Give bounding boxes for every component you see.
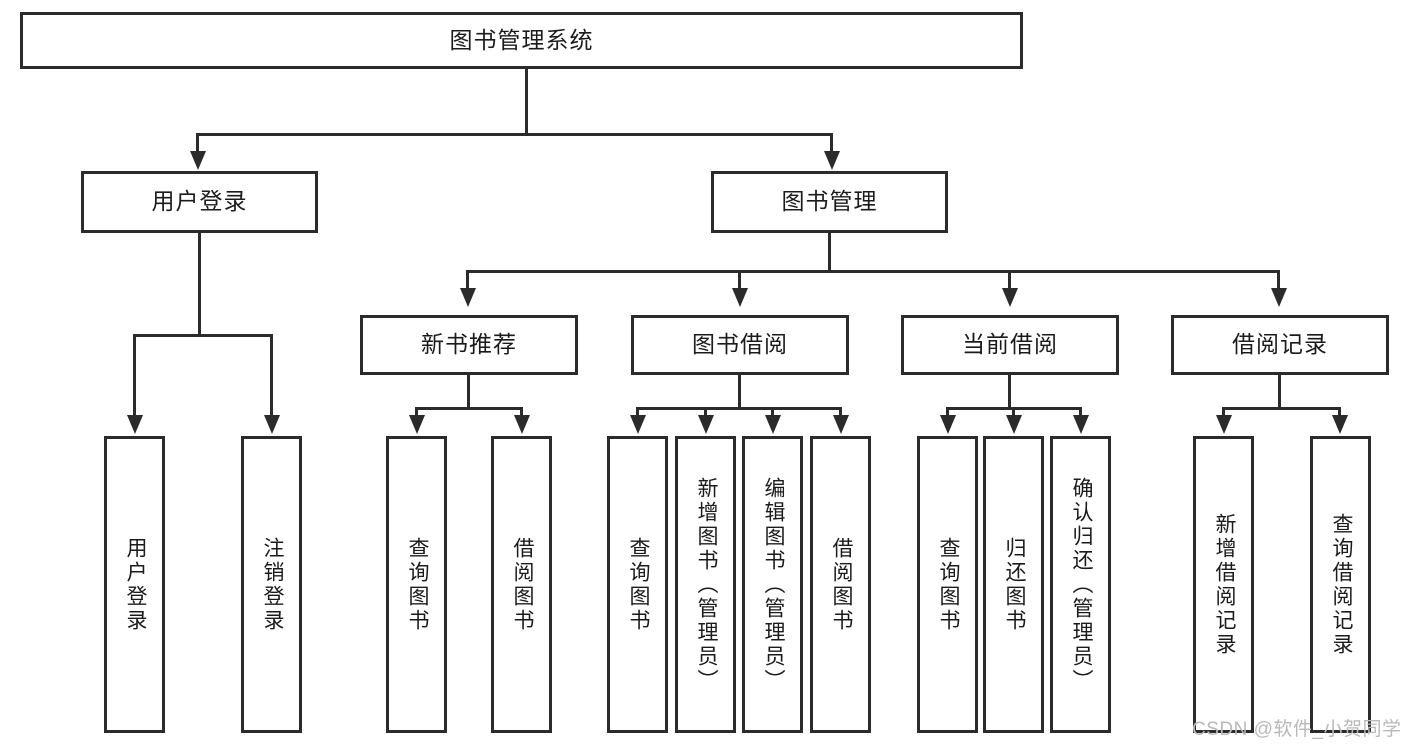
edge-user-login-drop-1: [133, 334, 136, 419]
edge-current-borrow-stem: [1008, 375, 1011, 410]
node-leaf-logout-label: 注销登录: [260, 536, 284, 633]
edge-root-to-user-login: [196, 133, 199, 156]
arrow-current-borrow-leaf-2: [1006, 415, 1022, 434]
edge-borrow-record-drop-2: [1338, 407, 1341, 419]
edge-new-book-drop-1: [415, 407, 418, 419]
node-leaf-confirm-return-label: 确认归还（管理员）: [1069, 476, 1093, 693]
node-leaf-borrow-book-1[interactable]: 借阅图书: [491, 436, 552, 733]
edge-book-manage-drop-3: [1008, 270, 1011, 292]
edge-book-manage-drop-4: [1277, 270, 1280, 292]
node-borrow-record-label: 借阅记录: [1232, 331, 1328, 358]
edge-book-borrow-drop-1: [636, 407, 639, 419]
arrow-book-borrow-leaf-2: [698, 415, 714, 434]
node-new-book-recommend[interactable]: 新书推荐: [360, 315, 578, 375]
arrow-book-manage-child-3: [1002, 288, 1018, 307]
edge-current-borrow-drop-1: [946, 407, 949, 419]
node-leaf-query-record[interactable]: 查询借阅记录: [1310, 436, 1371, 733]
edge-book-borrow-bus: [636, 407, 842, 410]
csdn-watermark: CSDN @软件_小贺同学: [1192, 719, 1402, 740]
node-leaf-add-record[interactable]: 新增借阅记录: [1193, 436, 1254, 733]
node-root-label: 图书管理系统: [449, 26, 594, 53]
node-current-borrow[interactable]: 当前借阅: [901, 315, 1119, 375]
edge-root-stem: [525, 69, 528, 135]
node-user-login-label: 用户登录: [151, 188, 248, 215]
node-book-manage-label: 图书管理: [781, 188, 878, 215]
node-leaf-query-book-1-label: 查询图书: [405, 536, 429, 633]
node-book-borrow[interactable]: 图书借阅: [631, 315, 849, 375]
arrow-book-borrow-leaf-1: [630, 415, 646, 434]
edge-book-manage-stem: [828, 233, 831, 273]
edge-borrow-record-bus: [1222, 407, 1341, 410]
edge-current-borrow-drop-2: [1012, 407, 1015, 419]
edge-current-borrow-drop-3: [1079, 407, 1082, 419]
edge-borrow-record-stem: [1278, 375, 1281, 410]
edge-book-borrow-drop-2: [704, 407, 707, 419]
edge-user-login-drop-2: [270, 334, 273, 419]
arrow-current-borrow-leaf-1: [940, 415, 956, 434]
arrow-root-to-book-manage: [824, 151, 840, 170]
node-leaf-return-book-label: 归还图书: [1002, 536, 1026, 633]
arrow-current-borrow-leaf-3: [1073, 415, 1089, 434]
node-leaf-add-book[interactable]: 新增图书（管理员）: [675, 436, 736, 733]
node-root[interactable]: 图书管理系统: [20, 12, 1023, 69]
arrow-book-manage-child-2: [732, 288, 748, 307]
node-leaf-return-book[interactable]: 归还图书: [983, 436, 1044, 733]
edge-borrow-record-drop-1: [1222, 407, 1225, 419]
node-leaf-add-record-label: 新增借阅记录: [1212, 512, 1236, 657]
node-user-login[interactable]: 用户登录: [81, 171, 318, 233]
node-leaf-query-book-3-label: 查询图书: [936, 536, 960, 633]
node-leaf-query-record-label: 查询借阅记录: [1329, 512, 1353, 657]
node-leaf-query-book-2-label: 查询图书: [626, 536, 650, 633]
node-leaf-edit-book-label: 编辑图书（管理员）: [761, 476, 785, 693]
edge-user-login-bus: [133, 334, 273, 337]
arrow-new-book-leaf-2: [514, 415, 530, 434]
arrow-root-to-user-login: [190, 151, 206, 170]
edge-book-borrow-stem: [738, 375, 741, 410]
node-leaf-borrow-book-2[interactable]: 借阅图书: [810, 436, 871, 733]
node-leaf-logout[interactable]: 注销登录: [241, 436, 302, 733]
node-leaf-query-book-3[interactable]: 查询图书: [917, 436, 978, 733]
arrow-user-login-leaf-2: [264, 415, 280, 434]
node-leaf-query-book-1[interactable]: 查询图书: [386, 436, 447, 733]
node-leaf-borrow-book-2-label: 借阅图书: [829, 536, 853, 633]
node-new-book-recommend-label: 新书推荐: [421, 331, 517, 358]
arrow-book-borrow-leaf-4: [833, 415, 849, 434]
arrow-user-login-leaf-1: [127, 415, 143, 434]
edge-root-bus: [196, 133, 833, 136]
arrow-book-borrow-leaf-3: [765, 415, 781, 434]
node-leaf-query-book-2[interactable]: 查询图书: [607, 436, 668, 733]
edge-new-book-stem: [467, 375, 470, 410]
edge-book-borrow-drop-4: [839, 407, 842, 419]
edge-new-book-bus: [415, 407, 523, 410]
node-leaf-edit-book[interactable]: 编辑图书（管理员）: [742, 436, 803, 733]
node-leaf-user-login[interactable]: 用户登录: [104, 436, 165, 733]
arrow-new-book-leaf-1: [409, 415, 425, 434]
edge-book-manage-drop-2: [738, 270, 741, 292]
edge-book-borrow-drop-3: [771, 407, 774, 419]
node-leaf-user-login-label: 用户登录: [123, 536, 147, 633]
node-book-manage[interactable]: 图书管理: [711, 171, 948, 233]
node-current-borrow-label: 当前借阅: [962, 331, 1058, 358]
arrow-borrow-record-leaf-1: [1216, 415, 1232, 434]
edge-book-manage-bus: [466, 270, 1280, 273]
arrow-borrow-record-leaf-2: [1332, 415, 1348, 434]
node-borrow-record[interactable]: 借阅记录: [1171, 315, 1389, 375]
node-book-borrow-label: 图书借阅: [692, 331, 788, 358]
edge-user-login-stem: [198, 233, 201, 337]
edge-new-book-drop-2: [520, 407, 523, 419]
edge-root-to-book-manage: [830, 133, 833, 156]
arrow-book-manage-child-1: [460, 288, 476, 307]
edge-book-manage-drop-1: [466, 270, 469, 292]
node-leaf-confirm-return[interactable]: 确认归还（管理员）: [1050, 436, 1111, 733]
arrow-book-manage-child-4: [1271, 288, 1287, 307]
node-leaf-add-book-label: 新增图书（管理员）: [694, 476, 718, 693]
node-leaf-borrow-book-1-label: 借阅图书: [510, 536, 534, 633]
